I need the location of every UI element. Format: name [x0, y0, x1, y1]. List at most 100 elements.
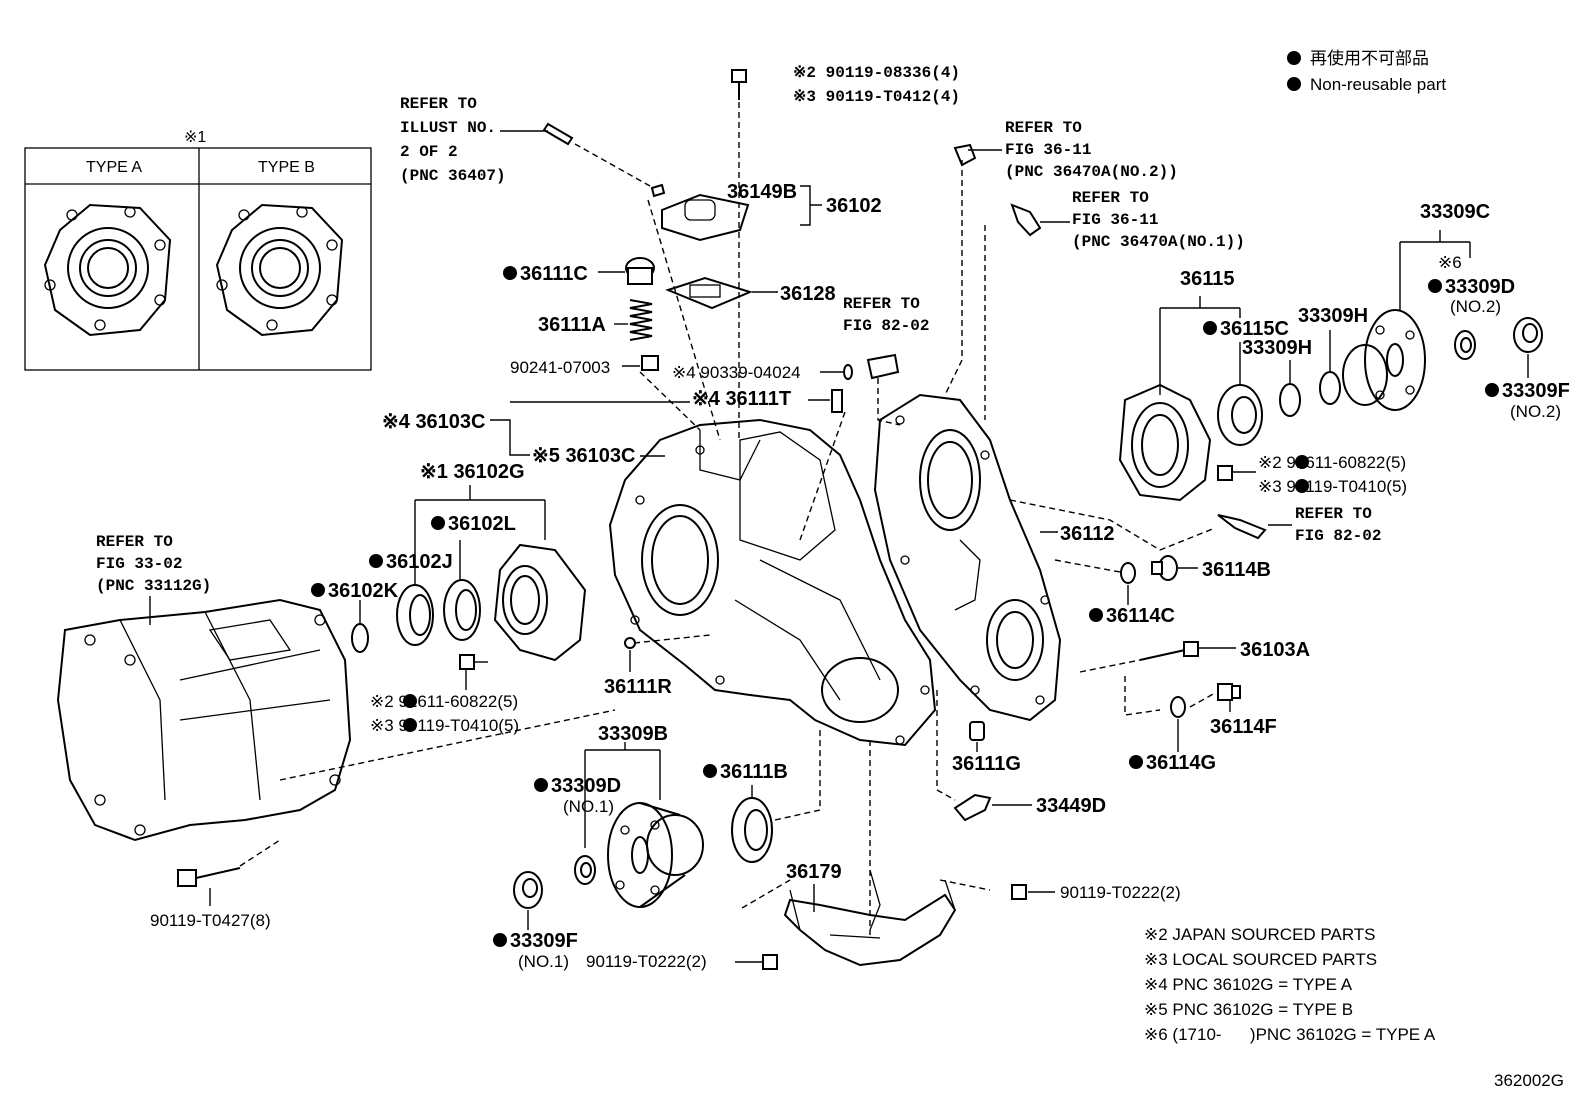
drain-plug-drawing [1151, 555, 1178, 581]
label-36114F: 36114F [1210, 716, 1277, 738]
label-33309H-a: 33309H [1242, 337, 1312, 359]
label-36179: 36179 [786, 861, 842, 883]
svg-text:(PNC 33112G): (PNC 33112G) [96, 577, 211, 595]
nut-drawing [513, 871, 543, 909]
non-reusable-dot-icon [1295, 479, 1309, 493]
non-reusable-dot-icon [403, 694, 417, 708]
svg-text:REFER TO: REFER TO [96, 533, 173, 551]
spring-drawing [629, 299, 653, 341]
type-inset: ※1 TYPE A TYPE B [24, 129, 372, 371]
note-2: ※2 JAPAN SOURCED PARTS [1144, 925, 1376, 944]
non-reusable-dot-icon [1287, 51, 1301, 65]
refer-illust-block: REFER TO ILLUST NO. 2 OF 2 (PNC 36407) [400, 95, 574, 185]
svg-text:REFER TO: REFER TO [1005, 119, 1082, 137]
bolt-left-label-2: ※3 90119-T0410(5) [370, 716, 519, 735]
svg-text:REFER TO: REFER TO [1295, 505, 1372, 523]
inset-mark: ※1 [184, 129, 206, 146]
note-3: ※3 LOCAL SOURCED PARTS [1144, 950, 1377, 969]
bracket-drawing [953, 793, 992, 822]
label-33309F-2-no: (NO.2) [1510, 402, 1561, 421]
retainer-drawing [493, 543, 587, 662]
footnotes: ※2 JAPAN SOURCED PARTS ※3 LOCAL SOURCED … [1144, 925, 1436, 1044]
label-36102L: 36102L [448, 513, 516, 535]
svg-text:FIG 82-02: FIG 82-02 [1295, 527, 1381, 545]
sensor-drawing [831, 389, 843, 413]
bolt-bottom-label: 90119-T0427(8) [150, 911, 271, 930]
svg-text:FIG 33-02: FIG 33-02 [96, 555, 182, 573]
svg-text:FIG 36-11: FIG 36-11 [1072, 211, 1158, 229]
non-reusable-dot-icon [1203, 321, 1217, 335]
label-33309F-2: 33309F [1502, 380, 1570, 402]
label-36111A: 36111A [538, 314, 606, 336]
label-33309H-b: 33309H [1298, 305, 1368, 327]
label-36114G: 36114G [1146, 752, 1216, 774]
label-36102J: 36102J [386, 551, 453, 573]
gasket-drawing [1170, 696, 1186, 718]
gasket-drawing [665, 276, 753, 310]
snap-ring-drawing [1319, 371, 1341, 405]
type-a-retainer-drawing [43, 203, 172, 337]
svg-text:FIG 36-11: FIG 36-11 [1005, 141, 1091, 159]
svg-text:REFER TO: REFER TO [1072, 189, 1149, 207]
legend-jp: 再使用不可部品 [1310, 48, 1429, 68]
breather-hose-icon [542, 122, 574, 146]
label-36112: 36112 [1060, 523, 1115, 545]
label-36114B: 36114B [1202, 559, 1271, 581]
clip-icon [866, 353, 900, 380]
label-36115: 36115 [1180, 268, 1235, 290]
inset-frame [24, 147, 372, 371]
label-36102G: ※1 36102G [420, 461, 525, 483]
oil-seal-drawing [731, 797, 773, 863]
label-36149B: 36149B [727, 181, 797, 203]
label-33449D: 33449D [1036, 795, 1106, 817]
plug-drawing [625, 257, 655, 285]
label-90241: 90241-07003 [510, 358, 610, 377]
refer-fig3302-block: REFER TO FIG 33-02 (PNC 33112G) [96, 533, 211, 625]
plug-drawing [624, 637, 636, 649]
label-33309F-1: 33309F [510, 930, 578, 952]
bracket-icon [953, 143, 977, 167]
type-b-retainer-drawing [215, 203, 344, 337]
bolt-guard-left-label: 90119-T0222(2) [586, 952, 707, 971]
transfer-case-front-housing [608, 418, 937, 747]
svg-text:(PNC 36407): (PNC 36407) [400, 167, 506, 185]
stud-bolt-drawing [1139, 641, 1199, 661]
label-33309D-2-mark: ※6 [1438, 253, 1462, 272]
non-reusable-dot-icon [493, 933, 507, 947]
label-33309D-2: 33309D [1445, 276, 1515, 298]
non-reusable-dot-icon [1287, 77, 1301, 91]
non-reusable-dot-icon [431, 516, 445, 530]
svg-text:(PNC 36470A(NO.2)): (PNC 36470A(NO.2)) [1005, 163, 1178, 181]
oil-seal-drawing [396, 584, 434, 646]
top-bolt-icon [731, 69, 747, 440]
flange-drawing [607, 802, 704, 908]
label-90339: ※4 90339-04024 [672, 363, 801, 382]
bolt-right-label-1: ※2 91611-60822(5) [1258, 453, 1406, 472]
inset-type-b-label: TYPE B [258, 159, 315, 176]
snap-ring-drawing [1279, 383, 1301, 417]
bolt-top-label-2: ※3 90119-T0412(4) [793, 88, 960, 106]
non-reusable-dot-icon [311, 583, 325, 597]
long-bolt-drawing [177, 867, 241, 887]
refer-fig8202-top-block: REFER TO FIG 82-02 [843, 295, 929, 380]
label-33309D-1: 33309D [551, 775, 621, 797]
label-36102: 36102 [826, 195, 882, 217]
nut-drawing [1513, 317, 1543, 353]
label-36114C: 36114C [1106, 605, 1175, 627]
label-36115C: 36115C [1220, 318, 1289, 340]
non-reusable-dot-icon [1089, 608, 1103, 622]
svg-text:(PNC 36470A(NO.1)): (PNC 36470A(NO.1)) [1072, 233, 1245, 251]
label-36111C: 36111C [520, 263, 588, 285]
bolt-top-label-1: ※2 90119-08336(4) [793, 64, 960, 82]
seal-ring-drawing [351, 623, 369, 653]
label-33309D-1-no: (NO.1) [563, 797, 614, 816]
non-reusable-dot-icon [534, 778, 548, 792]
bolt-guard-right-label: 90119-T0222(2) [1060, 883, 1181, 902]
non-reusable-dot-icon [1129, 755, 1143, 769]
extension-housing-drawing [1118, 383, 1212, 502]
refer-fig3611-no1-block: REFER TO FIG 36-11 (PNC 36470A(NO.1)) [1010, 189, 1245, 251]
label-36111R: 36111R [604, 676, 672, 698]
inset-type-a-label: TYPE A [86, 159, 142, 176]
label-33309C: 33309C [1420, 201, 1490, 223]
